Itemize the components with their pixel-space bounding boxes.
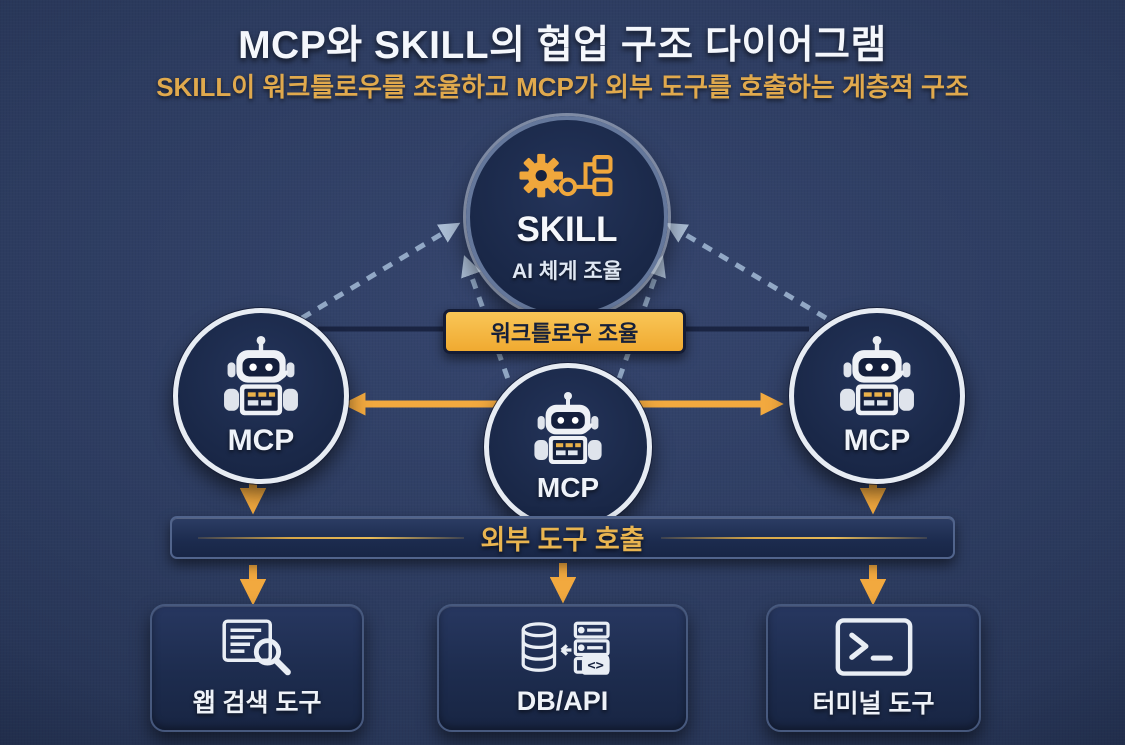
tool-terminal-label: 터미널 도구 [812,690,935,718]
web-search-icon [222,619,291,676]
skill-node: SKILL AI 체게 조율 [466,116,668,318]
robot-icon [528,390,608,474]
gear-flowchart-icon [519,154,613,198]
mcp-node-left: MCP [173,308,349,484]
mcp-node-center: MCP [484,363,652,531]
external-call-bar-label: 외부 도구 호출 [480,525,645,555]
mcp-node-right: MCP [789,308,965,484]
mcp-node-left-label: MCP [227,424,295,457]
bar-gold-line-right [660,536,928,539]
tool-box-web-search: 왭 검색 도구 [150,604,364,732]
dashed-arrow-right-mcp-to-skill [665,222,828,321]
tool-box-db-api: <> DB/API [437,604,688,732]
database-api-icon: <> [521,621,610,675]
mcp-node-center-label: MCP [536,472,600,503]
mcp-node-right-label: MCP [843,424,911,457]
code-tag-glyph: <> [587,657,603,673]
skill-node-label: SKILL [516,210,618,250]
tool-box-terminal: 터미널 도구 [766,604,981,732]
external-call-bar: 외부 도구 호출 [170,516,955,559]
workflow-banner-label: 워크틀로우 조율 [490,320,639,346]
skill-node-caption: AI 체게 조율 [512,259,622,283]
tool-db-api-label: DB/API [516,685,609,716]
dashed-arrow-left-mcp-to-skill [300,222,461,321]
workflow-banner: 워크틀로우 조율 [443,309,686,354]
robot-icon [217,334,305,426]
tool-web-search-label: 왭 검색 도구 [192,689,322,717]
robot-icon [833,334,921,426]
terminal-icon [835,618,912,676]
bar-gold-line-left [198,536,465,539]
